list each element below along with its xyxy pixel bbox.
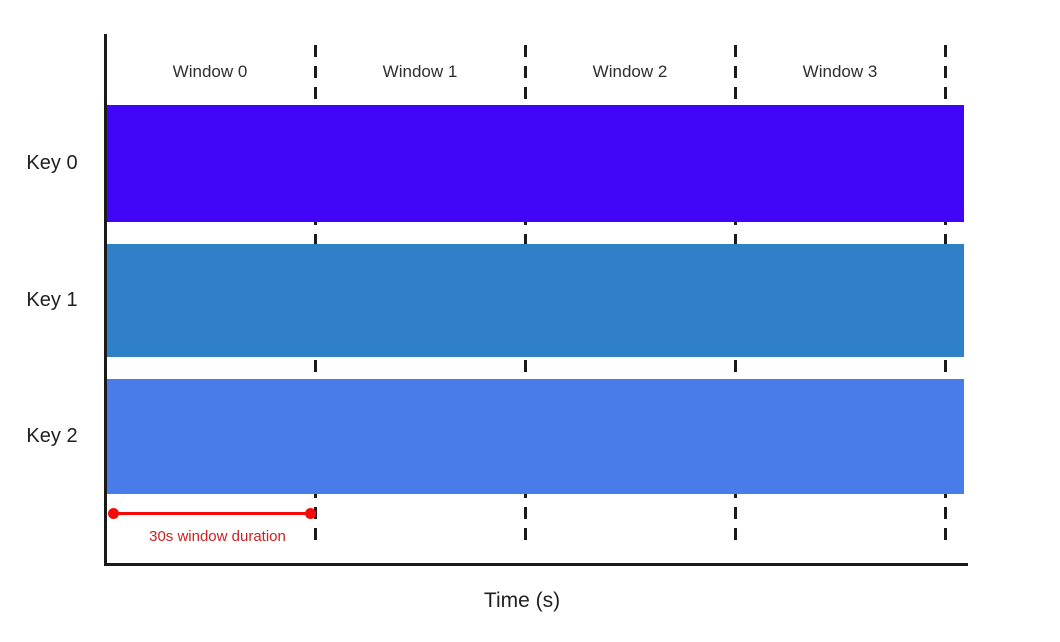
key-2-label: Key 2 xyxy=(26,425,78,447)
duration-endpoint-dot-left xyxy=(108,508,119,519)
y-axis-line xyxy=(104,34,107,566)
window-duration-label: 30s window duration xyxy=(149,528,286,545)
key-0-label: Key 0 xyxy=(26,152,78,174)
window-0-label: Window 0 xyxy=(172,62,248,81)
key-1-bar xyxy=(107,244,964,357)
window-2-label: Window 2 xyxy=(592,62,668,81)
key-1-label: Key 1 xyxy=(26,289,78,311)
x-axis-line xyxy=(104,563,968,566)
window-3-label: Window 3 xyxy=(802,62,878,81)
x-axis-title: Time (s) xyxy=(483,589,561,612)
window-duration-line xyxy=(113,512,310,515)
window-1-label: Window 1 xyxy=(382,62,458,81)
key-0-bar xyxy=(107,105,964,222)
key-2-bar xyxy=(107,379,964,494)
duration-endpoint-dot-right xyxy=(305,508,316,519)
